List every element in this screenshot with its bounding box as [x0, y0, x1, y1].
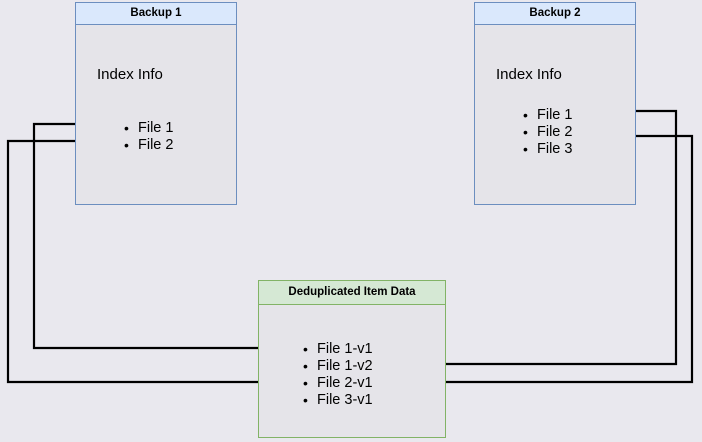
- list-item[interactable]: File 3: [521, 141, 572, 158]
- dedup-body: File 1-v1 File 1-v2 File 2-v1 File 3-v1: [259, 305, 445, 437]
- list-item[interactable]: File 2: [122, 137, 173, 154]
- backup1-index-label: Index Info: [97, 66, 163, 83]
- backup2-file-list: File 1 File 2 File 3: [521, 107, 572, 158]
- list-item[interactable]: File 3-v1: [301, 392, 373, 409]
- dedup-title: Deduplicated Item Data: [259, 281, 445, 305]
- backup1-title: Backup 1: [76, 3, 236, 25]
- backup1-body: Index Info File 1 File 2: [76, 25, 236, 204]
- deduplicated-item-data-box[interactable]: Deduplicated Item Data File 1-v1 File 1-…: [258, 280, 446, 438]
- backup2-title: Backup 2: [475, 3, 635, 25]
- list-item[interactable]: File 2-v1: [301, 375, 373, 392]
- list-item[interactable]: File 1-v2: [301, 358, 373, 375]
- list-item[interactable]: File 2: [521, 124, 572, 141]
- list-item[interactable]: File 1-v1: [301, 341, 373, 358]
- backup2-body: Index Info File 1 File 2 File 3: [475, 25, 635, 204]
- backup1-file-list: File 1 File 2: [122, 120, 173, 154]
- backup2-box[interactable]: Backup 2 Index Info File 1 File 2 File 3: [474, 2, 636, 205]
- backup1-box[interactable]: Backup 1 Index Info File 1 File 2: [75, 2, 237, 205]
- list-item[interactable]: File 1: [521, 107, 572, 124]
- dedup-item-list: File 1-v1 File 1-v2 File 2-v1 File 3-v1: [301, 341, 373, 409]
- backup2-index-label: Index Info: [496, 66, 562, 83]
- list-item[interactable]: File 1: [122, 120, 173, 137]
